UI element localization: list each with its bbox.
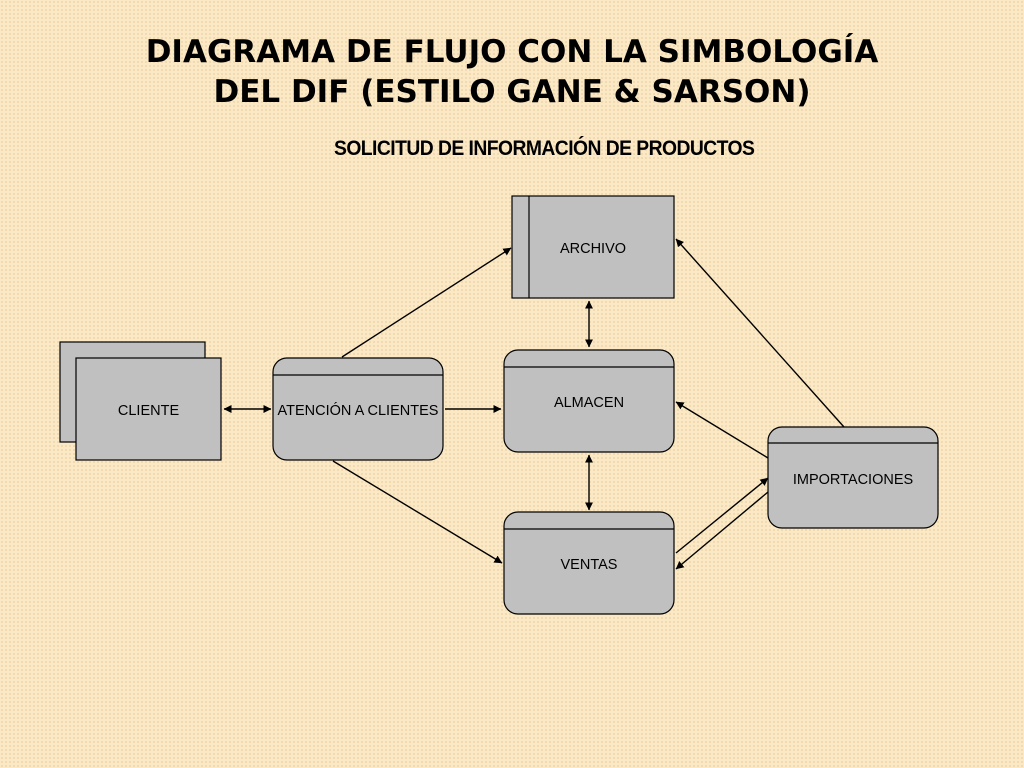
- atencion-box: [272, 357, 444, 461]
- external-entity-cliente[interactable]: CLIENTE: [59, 341, 222, 461]
- importaciones-label: IMPORTACIONES: [793, 472, 913, 488]
- data-store-archivo[interactable]: ARCHIVO: [511, 195, 675, 299]
- flow-atencion-archivo[interactable]: [341, 247, 512, 358]
- ventas-label: VENTAS: [561, 557, 618, 573]
- ventas-box: [503, 511, 675, 615]
- archivo-label: ARCHIVO: [560, 241, 626, 257]
- flow-atencion-ventas[interactable]: [332, 460, 503, 564]
- flow-importaciones-almacen[interactable]: [675, 401, 769, 459]
- cliente-front-rect: [75, 357, 222, 461]
- almacen-box: [503, 349, 675, 453]
- process-atencion-clientes[interactable]: ATENCIÓN A CLIENTES: [272, 357, 444, 461]
- process-importaciones[interactable]: IMPORTACIONES: [767, 426, 939, 529]
- flow-importaciones-ventas[interactable]: [675, 491, 769, 570]
- title-line-2: DEL DIF (ESTILO GANE & SARSON): [213, 74, 811, 110]
- archivo-box: [511, 195, 675, 299]
- cliente-label: CLIENTE: [118, 403, 180, 419]
- importaciones-box: [767, 426, 939, 529]
- process-almacen[interactable]: ALMACEN: [503, 349, 675, 453]
- flow-importaciones-archivo[interactable]: [675, 238, 845, 428]
- flow-ventas-importaciones[interactable]: [675, 477, 769, 554]
- slide-title: DIAGRAMA DE FLUJO CON LA SIMBOLOGÍA DEL …: [0, 32, 1024, 112]
- flows: [223, 238, 845, 570]
- almacen-label: ALMACEN: [554, 395, 624, 411]
- title-line-1: DIAGRAMA DE FLUJO CON LA SIMBOLOGÍA: [145, 34, 879, 70]
- diagram-subtitle: SOLICITUD DE INFORMACIÓN DE PRODUCTOS: [334, 137, 755, 160]
- atencion-label: ATENCIÓN A CLIENTES: [278, 402, 439, 419]
- process-ventas[interactable]: VENTAS: [503, 511, 675, 615]
